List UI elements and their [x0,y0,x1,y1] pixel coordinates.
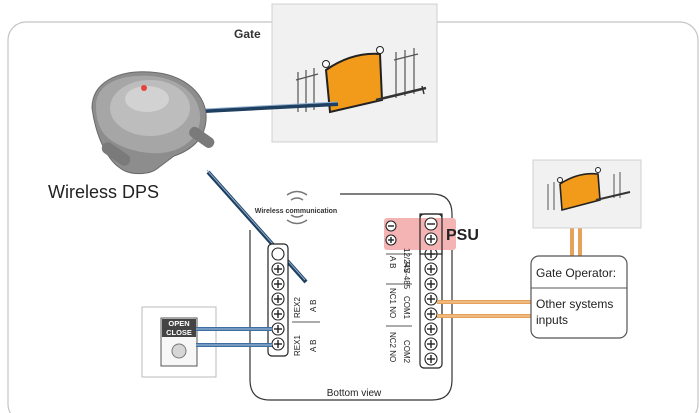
gate-leaf [324,52,384,114]
open-strip [162,319,196,328]
other-systems-line1: Other systems [536,297,613,311]
push-button[interactable] [171,343,187,359]
wireless-dps-device: Wireless DPS [48,71,339,202]
gate-label: Gate [234,27,261,41]
wireless-icon [286,190,308,225]
open-close-panel: OPEN CLOSE [141,306,217,378]
psu-label: PSU [446,227,479,244]
device-gate-link [185,102,339,114]
bottom-view-label: Bottom view [327,388,382,399]
rs485-ab-label: A B [388,256,397,268]
close-label: CLOSE [166,328,192,337]
gate-hinge-right [376,46,384,54]
gate-panel: Gate [234,3,438,143]
small-gate-panel [532,159,642,229]
device-dome [125,86,169,112]
rex1-ab-label: A B [309,340,318,352]
rex2-label: REX2 [293,297,302,318]
gate-operator-title: Gate Operator: [536,266,616,280]
controller-outline [249,193,453,401]
device-label: Wireless DPS [48,182,159,202]
gate-hinge-left [322,60,330,68]
gate-arm [375,86,427,102]
device-tab-right [189,126,215,148]
rs485-label: RS-485 [402,262,411,290]
device-led [141,85,147,91]
nc2-no-label: NC2 NO [388,332,397,362]
power-label: 12/24V [402,248,411,274]
gate-operator-box [530,255,628,339]
rex2-ab-label: A B [309,300,318,312]
button-wires [196,327,272,347]
wireless-label: Wireless communication [255,208,337,215]
device-tab-left [101,142,131,166]
other-systems-line2: inputs [536,313,568,327]
open-label: OPEN [168,319,189,328]
device-terminal-link [206,170,308,284]
close-strip [162,328,196,337]
com1-label: COM1 [402,296,411,320]
left-terminal-strip [267,243,289,357]
com2-label: COM2 [402,340,411,364]
rex1-label: REX1 [293,335,302,356]
right-dividers [386,253,412,327]
nc1-no-label: NC1 NO [388,288,397,318]
